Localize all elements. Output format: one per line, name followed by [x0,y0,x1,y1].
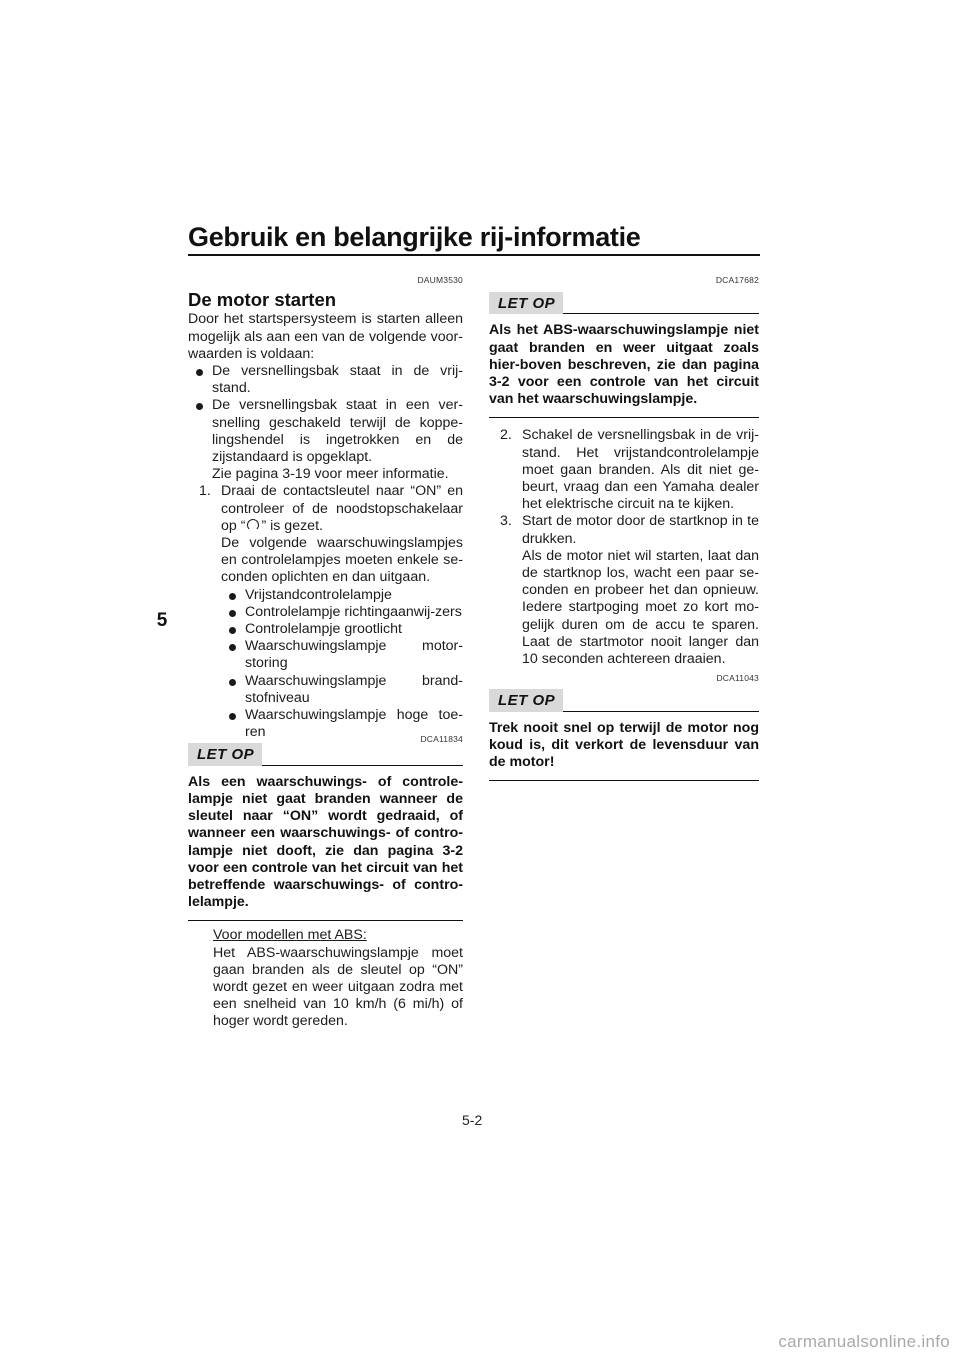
lamp-item: Controlelampje grootlicht [225,621,463,638]
step-1-text-a: Draai de contactsleutel naar “ON” en con… [221,483,463,534]
notice-header: LET OP [489,292,759,315]
notice-header: LET OP DCA11834 [188,734,463,766]
notice-rule [563,313,759,315]
notice-rule [563,710,759,712]
step-1: 1. Draai de contactsleutel naar “ON” en … [199,483,463,586]
notice-text: Trek nooit snel op terwijl de motor nog … [489,719,759,771]
page-number: 5-2 [462,1112,483,1128]
notice-header: LET OP [489,689,759,712]
see-page-text: Zie pagina 3-19 voor meer informatie. [212,466,449,483]
step-3-text-2: Als de motor niet wil starten, laat dan … [522,547,759,668]
right-column: DCA17682 LET OP Als het ABS-waarschuwing… [489,272,759,782]
step-number: 3. [500,513,512,530]
notice-code: DCA11043 [716,673,759,684]
left-column: DAUM3530 De motor starten Door het start… [188,272,463,1031]
lamp-item: Waarschuwingslampje motor-storing [225,638,463,672]
watermark: carmanualsonline.info [778,1332,950,1351]
notice-end-rule [489,417,759,419]
step-3: 3. Start de motor door de startknop in t… [500,513,759,668]
abs-section: Voor modellen met ABS: Het ABS-waarschuw… [188,927,463,1030]
chapter-tab: 5 [144,602,180,650]
lamp-item: Waarschuwingslampje hoge toe-ren [225,707,463,741]
step-1-text-b: ” is gezet. [261,517,323,534]
title-rule [188,254,760,256]
notice-code: DCA11834 [420,734,463,745]
page-title: Gebruik en belangrijke rij-informatie [188,222,641,252]
notice-badge: LET OP [188,743,263,766]
notice-code: DCA17682 [715,275,759,285]
lamp-item: Waarschuwingslampje brand-stofniveau [225,673,463,707]
step-3-text: Start de motor door de startknop in te d… [522,513,759,547]
step-number: 1. [199,483,211,500]
notice-badge: LET OP [489,689,564,712]
lamp-list: Vrijstandcontrolelampje Controlelampje r… [225,587,463,742]
step-2-text: Schakel de versnellingsbak in de vrij-st… [522,427,759,513]
step-number: 2. [500,427,512,444]
step-1-text-c: De volgende waarschuwingslampjes en cont… [221,535,463,586]
abs-heading: Voor modellen met ABS: [213,927,367,944]
section-heading: De motor starten [188,289,337,311]
abs-text: Het ABS-waarschuwingslampje moet gaan br… [213,944,463,1030]
notice-badge: LET OP [489,292,564,315]
lamp-item: Controlelampje richtingaanwij-zers [225,604,463,621]
notice-text: Als het ABS-waarschuwingslampje niet gaa… [489,322,759,408]
notice-end-rule [188,920,463,922]
notice-rule [262,764,463,766]
engine-stop-run-icon [247,518,260,531]
section-code: DAUM3530 [417,275,463,285]
step-2: 2. Schakel de versnellingsbak in de vrij… [500,427,759,513]
notice-text: Als een waarschuwings- of controle-lampj… [188,773,463,911]
condition-item: De versnellingsbak staat in de vrij-stan… [192,363,463,397]
intro-text: Door het startspersysteem is starten all… [188,311,463,362]
condition-item: De versnellingsbak staat in een ver-snel… [192,397,463,466]
notice-end-rule [489,780,759,782]
lamp-item: Vrijstandcontrolelampje [225,587,463,604]
